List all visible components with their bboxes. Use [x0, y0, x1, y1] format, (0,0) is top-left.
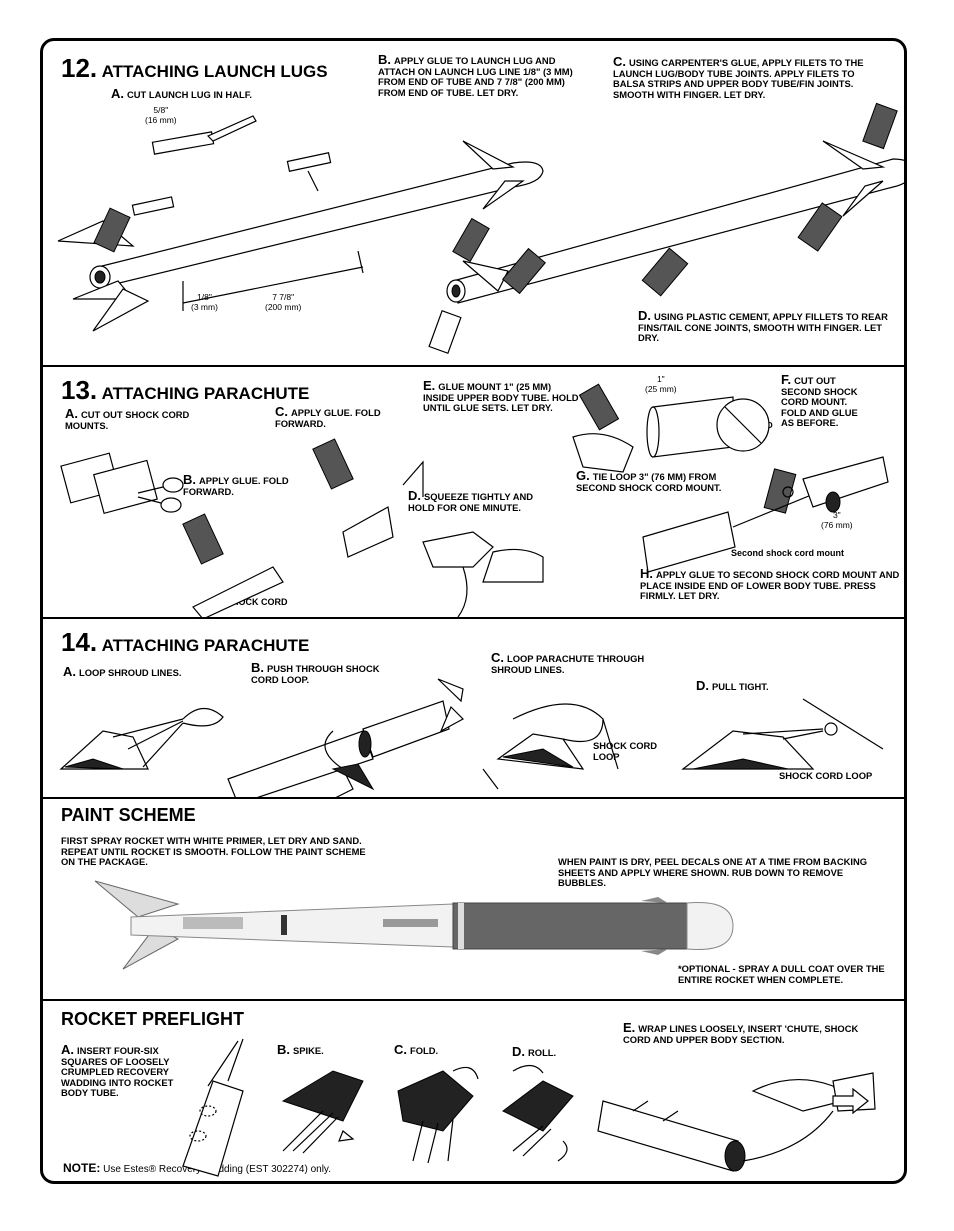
rocket-b-icon: [227, 678, 464, 799]
scissors-icon: [60, 452, 184, 515]
step-13f: F.CUT OUT SECOND SHOCK CORD MOUNT. FOLD …: [781, 372, 858, 429]
hand-squeeze-icon: [422, 531, 544, 618]
parachute-spike-icon: [281, 1070, 364, 1154]
section-rocket-preflight: ROCKET PREFLIGHT A.INSERT FOUR-SIX SQUAR…: [43, 999, 904, 1181]
preflight-title: ROCKET PREFLIGHT: [61, 1009, 244, 1029]
step-13g: G.TIE LOOP 3" (76 MM) FROM SECOND SHOCK …: [576, 468, 722, 493]
step-pb: B.SPIKE.: [277, 1042, 324, 1057]
parachute-roll-icon: [502, 1064, 574, 1162]
shock-cord-loop-c-label: SHOCK CORD LOOP: [593, 740, 658, 762]
step-pc: C.FOLD.: [394, 1042, 439, 1057]
note-label: NOTE:: [63, 1161, 101, 1175]
rocket-body-right-icon: [428, 102, 904, 355]
step-13e: E.GLUE MOUNT 1" (25 mm) INSIDE UPPER BOD…: [423, 378, 579, 414]
step-12d: D.USING PLASTIC CEMENT, APPLY FILLETS TO…: [638, 308, 888, 344]
upper-tube-icon: [572, 396, 734, 473]
rocket-paint-icon: [94, 880, 734, 970]
preflight-illustration: [182, 1038, 876, 1177]
wadding-tube-icon: [182, 1038, 244, 1177]
lower-tube-icon: [642, 456, 889, 573]
dim-5-8: 5/8"(16 mm): [145, 105, 177, 125]
shock-cord-label: SHOCK CORD: [226, 597, 288, 607]
step-12c: C.USING CARPENTER'S GLUE, APPLY FILETS T…: [613, 54, 864, 100]
no-sign-icon: [716, 398, 770, 452]
launch-lug-cut-icon: [151, 115, 257, 155]
optional-instructions: *OPTIONAL - SPRAY A DULL COAT OVER THE E…: [678, 963, 885, 985]
step-14b: B.PUSH THROUGH SHOCK CORD LOOP.: [251, 660, 380, 685]
section-12-heading: 12. ATTACHING LAUNCH LUGS: [61, 53, 328, 84]
step-pd: D.ROLL.: [512, 1044, 557, 1059]
section-title: ATTACHING LAUNCH LUGS: [101, 62, 328, 81]
parachute-d-icon: [681, 698, 884, 770]
glue-bottle-icon: [182, 383, 797, 565]
dim-1-inch: 1"(25 mm): [645, 374, 677, 394]
decal-instructions: WHEN PAINT IS DRY, PEEL DECALS ONE AT A …: [558, 856, 868, 889]
parachute-loop-illustration: [59, 678, 884, 799]
paint-scheme-rocket: [94, 880, 734, 970]
second-mount-label: Second shock cord mount: [731, 548, 845, 558]
parachute-fold-icon: [397, 1066, 479, 1164]
dim-7-7-8: 7 7/8"(200 mm): [265, 292, 302, 312]
step-14d: D.PULL TIGHT.: [696, 678, 769, 693]
step-12b: B.APPLY GLUE TO LAUNCH LUG AND ATTACH ON…: [378, 52, 573, 98]
step-14a: A.LOOP SHROUD LINES.: [63, 664, 182, 679]
mount-fold-icon: [192, 460, 424, 619]
section-attaching-parachute-14: 14. ATTACHING PARACHUTE A.LOOP SHROUD LI…: [43, 617, 904, 799]
section-attaching-launch-lugs: 12. ATTACHING LAUNCH LUGS A.CUT LAUNCH L…: [43, 41, 904, 365]
step-13b: B.APPLY GLUE. FOLD FORWARD.: [183, 472, 289, 497]
section-14-heading: 14. ATTACHING PARACHUTE: [61, 627, 310, 657]
step-14c: C.LOOP PARACHUTE THROUGH SHROUD LINES.: [491, 650, 645, 675]
step-pe: E.WRAP LINES LOOSELY, INSERT 'CHUTE, SHO…: [623, 1020, 859, 1045]
section-number: 12.: [61, 53, 98, 83]
shock-cord-loop-d-label: SHOCK CORD LOOP: [779, 770, 873, 781]
insert-chute-icon: [597, 1072, 876, 1172]
step-12a: A.CUT LAUNCH LUG IN HALF.: [111, 86, 252, 101]
rocket-body-left-icon: [57, 140, 544, 332]
instruction-frame: 12. ATTACHING LAUNCH LUGS A.CUT LAUNCH L…: [40, 38, 907, 1184]
parachute-c-icon: [482, 703, 619, 790]
section-attaching-parachute-13: 13. ATTACHING PARACHUTE A.CUT OUT SHOCK …: [43, 365, 904, 619]
step-pa: A.INSERT FOUR-SIX SQUARES OF LOOSELY CRU…: [61, 1042, 174, 1099]
parachute-attach-illustration: [60, 383, 889, 619]
dim-1-8: 1/8"(3 mm): [191, 292, 218, 312]
paint-scheme-title: PAINT SCHEME: [61, 805, 196, 825]
paint-instructions: FIRST SPRAY ROCKET WITH WHITE PRIMER, LE…: [61, 835, 366, 868]
section-paint-scheme: PAINT SCHEME FIRST SPRAY ROCKET WITH WHI…: [43, 797, 904, 999]
launch-lug-illustration: [57, 102, 904, 355]
dim-3-inch: 3"(76 mm): [821, 510, 853, 530]
step-13c: C.APPLY GLUE. FOLD FORWARD.: [275, 404, 381, 429]
step-13a: A.CUT OUT SHOCK CORD MOUNTS.: [65, 406, 190, 431]
parachute-a-icon: [59, 707, 224, 770]
section-13-heading: 13. ATTACHING PARACHUTE: [61, 375, 310, 405]
